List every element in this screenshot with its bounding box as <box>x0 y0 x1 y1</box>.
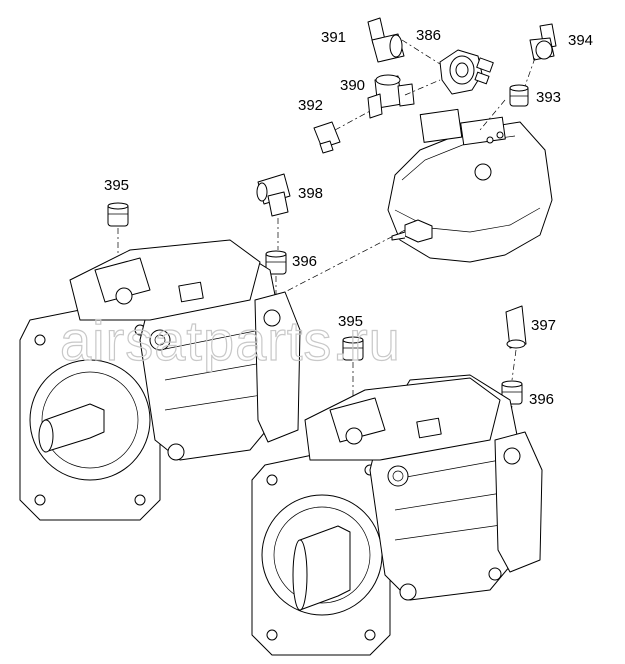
callout-395-right: 395 <box>338 313 363 330</box>
callout-393: 393 <box>536 89 561 106</box>
fitting-398 <box>256 173 291 250</box>
callout-391: 391 <box>321 29 346 46</box>
watermark-text: airsatparts.ru <box>60 309 401 372</box>
fitting-392 <box>313 121 341 154</box>
fitting-394 <box>529 23 557 61</box>
fitting-393 <box>509 84 529 107</box>
callout-386: 386 <box>416 27 441 44</box>
fitting-390 <box>367 74 415 119</box>
callout-397: 397 <box>531 317 556 334</box>
callout-395-left: 395 <box>104 177 129 194</box>
fitting-386 <box>439 49 494 95</box>
fitting-391 <box>367 17 405 63</box>
pump-right <box>251 374 543 656</box>
pump-left <box>19 239 301 521</box>
callout-390: 390 <box>340 77 365 94</box>
fitting-397 <box>505 305 527 381</box>
callout-396-left: 396 <box>292 253 317 270</box>
callout-392: 392 <box>298 97 323 114</box>
callout-398: 398 <box>298 185 323 202</box>
small-motor <box>387 108 553 263</box>
fitting-395-right <box>342 336 364 400</box>
callout-394: 394 <box>568 32 593 49</box>
callout-396-right: 396 <box>529 391 554 408</box>
